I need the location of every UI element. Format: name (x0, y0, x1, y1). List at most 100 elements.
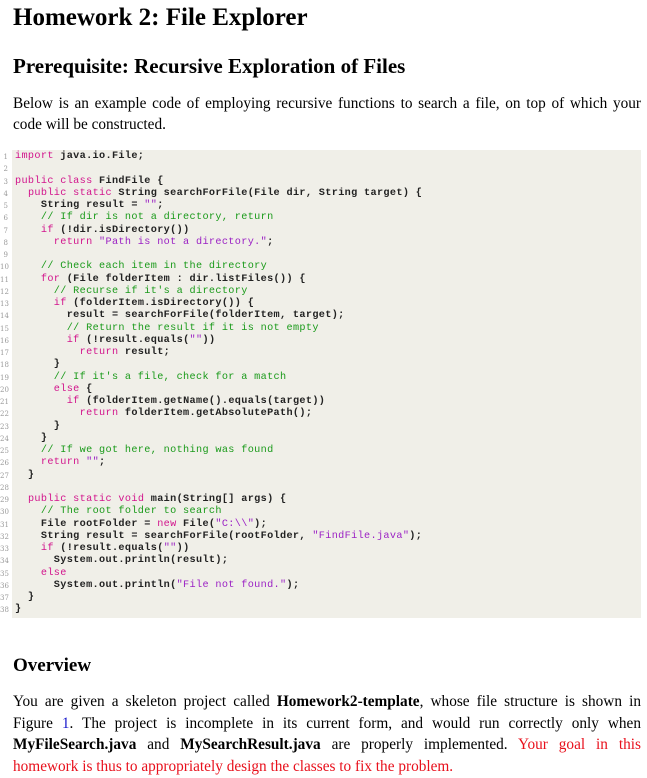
code-text: if (folderItem.getName().equals(target)) (15, 396, 325, 408)
code-comment: // The root folder to search (40, 506, 222, 518)
code-line: 34 System.out.println(result); (0, 555, 647, 567)
code-keyword: public static (27, 187, 112, 199)
figure-reference-link[interactable]: 1 (61, 714, 70, 732)
code-token: File( (176, 518, 216, 530)
line-number: 15 (0, 324, 9, 333)
code-token: )) (202, 334, 216, 346)
code-token: )) (176, 543, 190, 554)
line-number: 35 (0, 569, 9, 578)
code-keyword: if (66, 396, 80, 407)
overview-paragraph: You are given a skeleton project called … (13, 691, 641, 777)
line-number: 3 (3, 177, 8, 186)
code-token: } (15, 469, 35, 481)
code-text: String result = searchForFile(rootFolder… (15, 531, 422, 543)
code-token (15, 568, 41, 579)
code-keyword: return (40, 457, 80, 469)
code-text: // Return the result if it is not empty (15, 323, 319, 335)
code-line: 2 (0, 163, 647, 175)
code-text: return "Path is not a directory."; (15, 237, 274, 249)
code-token (15, 225, 41, 236)
code-token: } (15, 359, 61, 371)
code-keyword: else (40, 567, 67, 579)
code-token (15, 372, 54, 383)
code-keyword: public class (15, 175, 93, 187)
code-text: public class FindFile { (15, 176, 164, 188)
code-string: "C:\\" (215, 518, 255, 530)
code-line: 6 // If dir is not a directory, return (0, 212, 647, 224)
code-token: } (15, 604, 22, 616)
code-line: 8 return "Path is not a directory."; (0, 237, 647, 249)
code-token: } (15, 432, 48, 444)
code-text: public static void main(String[] args) { (15, 494, 286, 506)
code-token: ); (286, 579, 300, 591)
code-line: 35 else (0, 568, 647, 580)
code-token (15, 494, 28, 505)
code-line: 28 (0, 482, 647, 494)
code-text: // Check each item in the directory (15, 261, 267, 273)
code-token (15, 445, 41, 456)
code-token: main(String[] args) { (144, 494, 287, 505)
code-token: } (15, 420, 61, 432)
line-number: 17 (0, 349, 9, 357)
code-keyword: else (53, 383, 80, 395)
code-token: (!result.equals( (53, 543, 164, 554)
code-line: 26 return ""; (0, 457, 647, 469)
code-line: 3 public class FindFile { (0, 176, 647, 188)
code-line: 25 // If we got here, nothing was found (0, 445, 647, 457)
code-line: 33 if (!result.equals("")) (0, 543, 647, 555)
code-line: 4 public static String searchForFile(Fil… (0, 188, 647, 200)
line-number: 26 (0, 459, 9, 468)
code-token: (folderItem.isDirectory()) { (66, 298, 255, 309)
code-text: if (folderItem.isDirectory()) { (15, 298, 254, 310)
code-line: 17 return result; (0, 347, 647, 359)
line-number: 14 (0, 312, 9, 321)
line-number: 32 (0, 532, 9, 541)
code-token (15, 323, 67, 334)
line-number: 11 (0, 275, 9, 284)
line-number: 2 (3, 165, 8, 174)
code-token: String result = searchForFile(rootFolder… (15, 530, 313, 542)
code-token: ); (254, 518, 268, 530)
code-text: if (!result.equals("")) (15, 543, 190, 555)
code-token: result = searchForFile(folderItem, targe… (15, 310, 345, 322)
code-line: 36 System.out.println("File not found.")… (0, 580, 647, 592)
code-line: 7 if (!dir.isDirectory()) (0, 225, 647, 237)
code-line: 19 // If it's a file, check for a match (0, 372, 647, 384)
code-line: 20 else { (0, 384, 647, 396)
code-token: java.io.File; (53, 151, 145, 162)
code-text: } (15, 433, 47, 445)
code-keyword: return (53, 236, 93, 248)
code-line: 37 } (0, 592, 647, 604)
code-text: } (15, 604, 21, 616)
code-token: { (79, 383, 93, 395)
code-text: } (15, 421, 60, 433)
line-number: 1 (3, 153, 8, 161)
code-line: 21 if (folderItem.getName().equals(targe… (0, 396, 647, 408)
code-keyword: if (53, 298, 67, 309)
line-number: 29 (0, 496, 9, 504)
code-text: System.out.println("File not found."); (15, 580, 299, 592)
code-text: else { (15, 384, 93, 396)
code-text: // Recurse if it's a directory (15, 286, 248, 298)
line-number: 34 (0, 557, 9, 566)
line-number: 6 (3, 214, 8, 223)
code-line: 11 for (File folderItem : dir.listFiles(… (0, 274, 647, 286)
line-number: 28 (0, 483, 9, 492)
code-comment: // Recurse if it's a directory (53, 285, 248, 297)
code-keyword: public static void (27, 494, 145, 505)
goal-statement: Your goal in this homework is thus to ap… (13, 736, 641, 775)
code-line: 30 // The root folder to search (0, 506, 647, 518)
code-keyword: if (40, 224, 54, 236)
code-token (15, 408, 80, 419)
line-number: 33 (0, 545, 9, 553)
code-token: String result = (15, 200, 145, 211)
code-keyword: for (40, 273, 61, 285)
overview-text: , whose file structure is shown in Figur… (13, 693, 641, 732)
code-line: 24 } (0, 433, 647, 445)
code-line: 13 if (folderItem.isDirectory()) { (0, 298, 647, 310)
code-token (15, 261, 41, 272)
code-token (15, 274, 41, 285)
code-line: 9 (0, 249, 647, 261)
